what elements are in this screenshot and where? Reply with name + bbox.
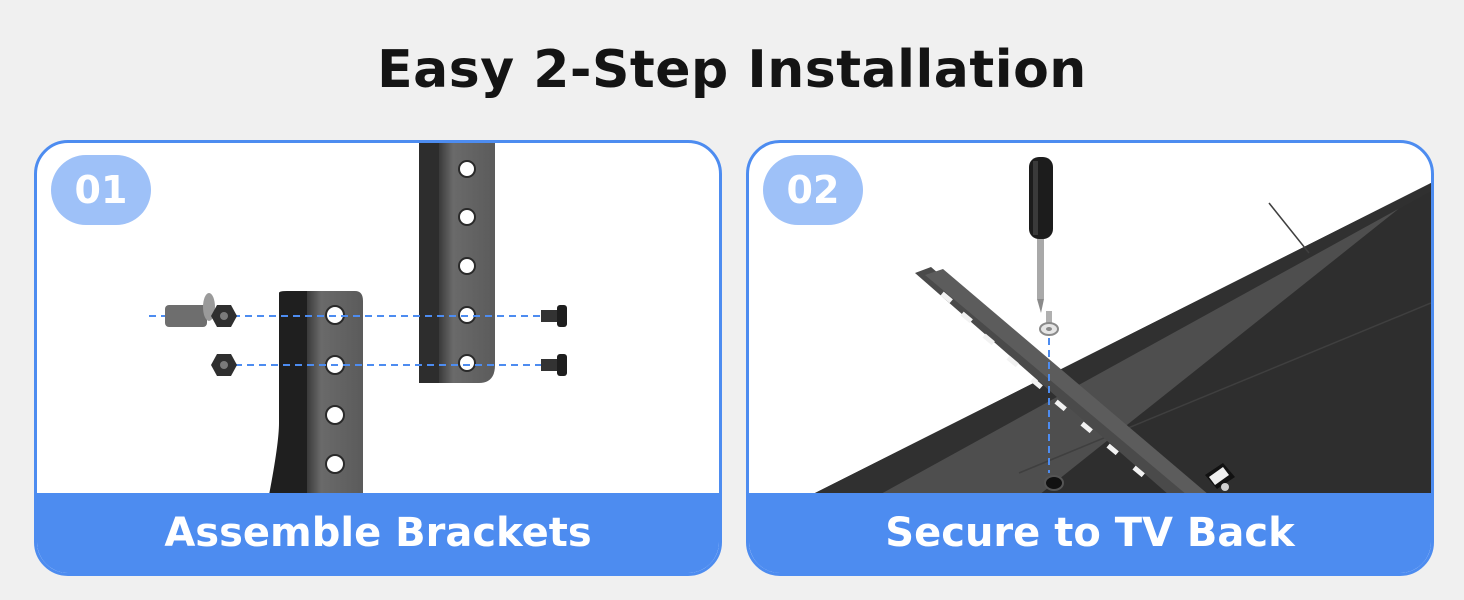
washer-screw <box>1039 311 1059 336</box>
bolt-hardware <box>541 305 567 376</box>
barrel-nut-hardware <box>165 293 237 376</box>
lower-bracket <box>269 291 363 495</box>
step-number-badge: 02 <box>763 155 863 225</box>
cable-clip <box>1205 463 1235 491</box>
step-caption: Secure to TV Back <box>749 493 1431 573</box>
screwdriver <box>1029 157 1053 313</box>
secure-to-tv-illustration <box>811 157 1431 495</box>
assemble-brackets-illustration <box>149 143 567 495</box>
step-caption: Assemble Brackets <box>37 493 719 573</box>
page-title: Easy 2-Step Installation <box>377 40 1087 100</box>
tv-back-panel <box>811 183 1431 495</box>
alignment-lines <box>149 315 565 366</box>
tv-mount-hole <box>1044 475 1064 491</box>
step-card-1: 01 Assemble Brackets <box>34 140 722 576</box>
step-card-2: 02 Secure to TV Back <box>746 140 1434 576</box>
step-number-badge: 01 <box>51 155 151 225</box>
upper-bracket <box>419 143 495 383</box>
mounting-rail <box>915 267 1209 495</box>
